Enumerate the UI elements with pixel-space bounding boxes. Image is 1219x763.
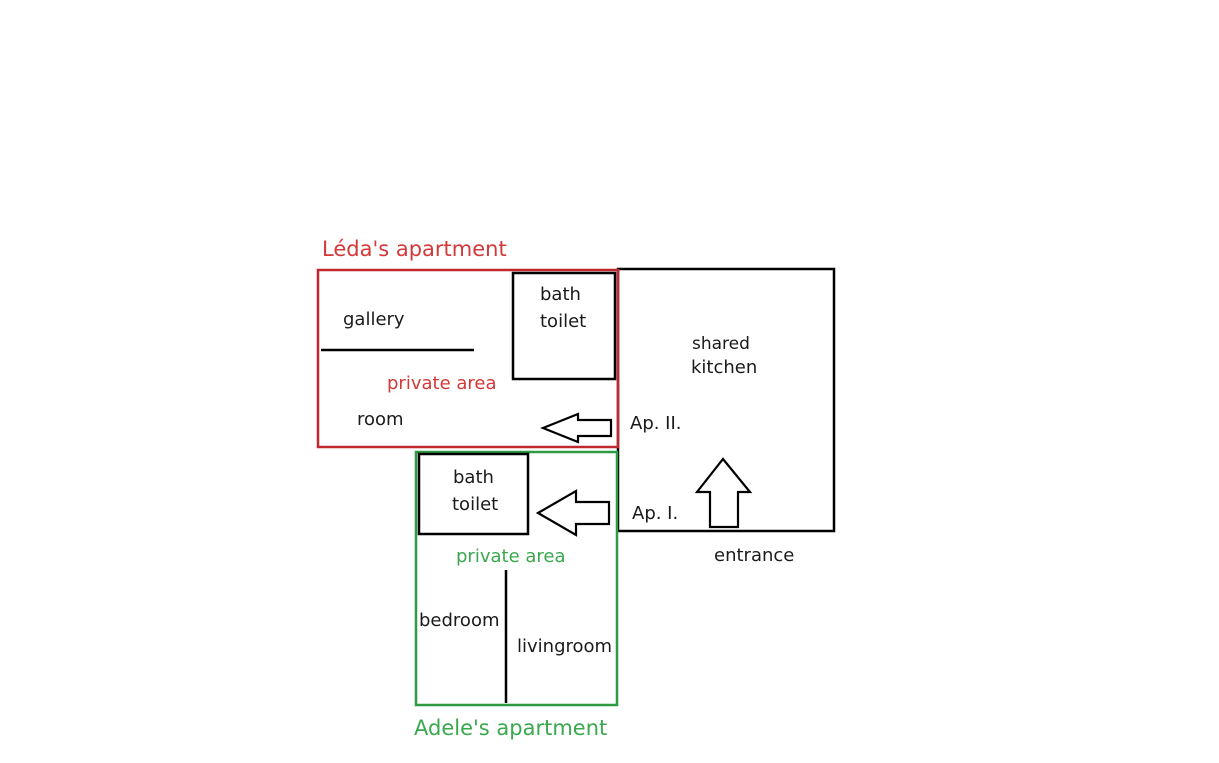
room-label: room bbox=[357, 409, 404, 430]
gallery-label: gallery bbox=[343, 309, 405, 330]
leda-apartment-title: Léda's apartment bbox=[322, 237, 507, 261]
adele-apartment-outline bbox=[414, 450, 619, 707]
leda-bath-label: bath bbox=[540, 284, 581, 305]
adele-bath-label: bath bbox=[453, 467, 494, 488]
arrow-to-leda-apartment-icon bbox=[540, 412, 613, 444]
bedroom-label: bedroom bbox=[419, 610, 500, 631]
entrance-label: entrance bbox=[714, 545, 795, 566]
leda-private-area-label: private area bbox=[387, 373, 497, 394]
adele-bath-toilet-box bbox=[417, 452, 530, 536]
entrance-arrow-icon bbox=[694, 457, 753, 529]
livingroom-label: livingroom bbox=[517, 636, 613, 657]
leda-bath-toilet-box bbox=[511, 271, 617, 381]
leda-apartment-outline bbox=[316, 268, 620, 449]
adele-apartment-title: Adele's apartment bbox=[414, 716, 608, 740]
adele-private-area-label: private area bbox=[456, 546, 566, 567]
adele-toilet-label: toilet bbox=[452, 494, 499, 515]
leda-toilet-label: toilet bbox=[540, 311, 587, 332]
ap-two-label: Ap. II. bbox=[630, 413, 682, 434]
ap-one-label: Ap. I. bbox=[632, 503, 679, 524]
arrow-to-adele-apartment-icon bbox=[535, 489, 611, 537]
shared-label: shared bbox=[692, 334, 750, 354]
kitchen-label: kitchen bbox=[691, 357, 758, 378]
